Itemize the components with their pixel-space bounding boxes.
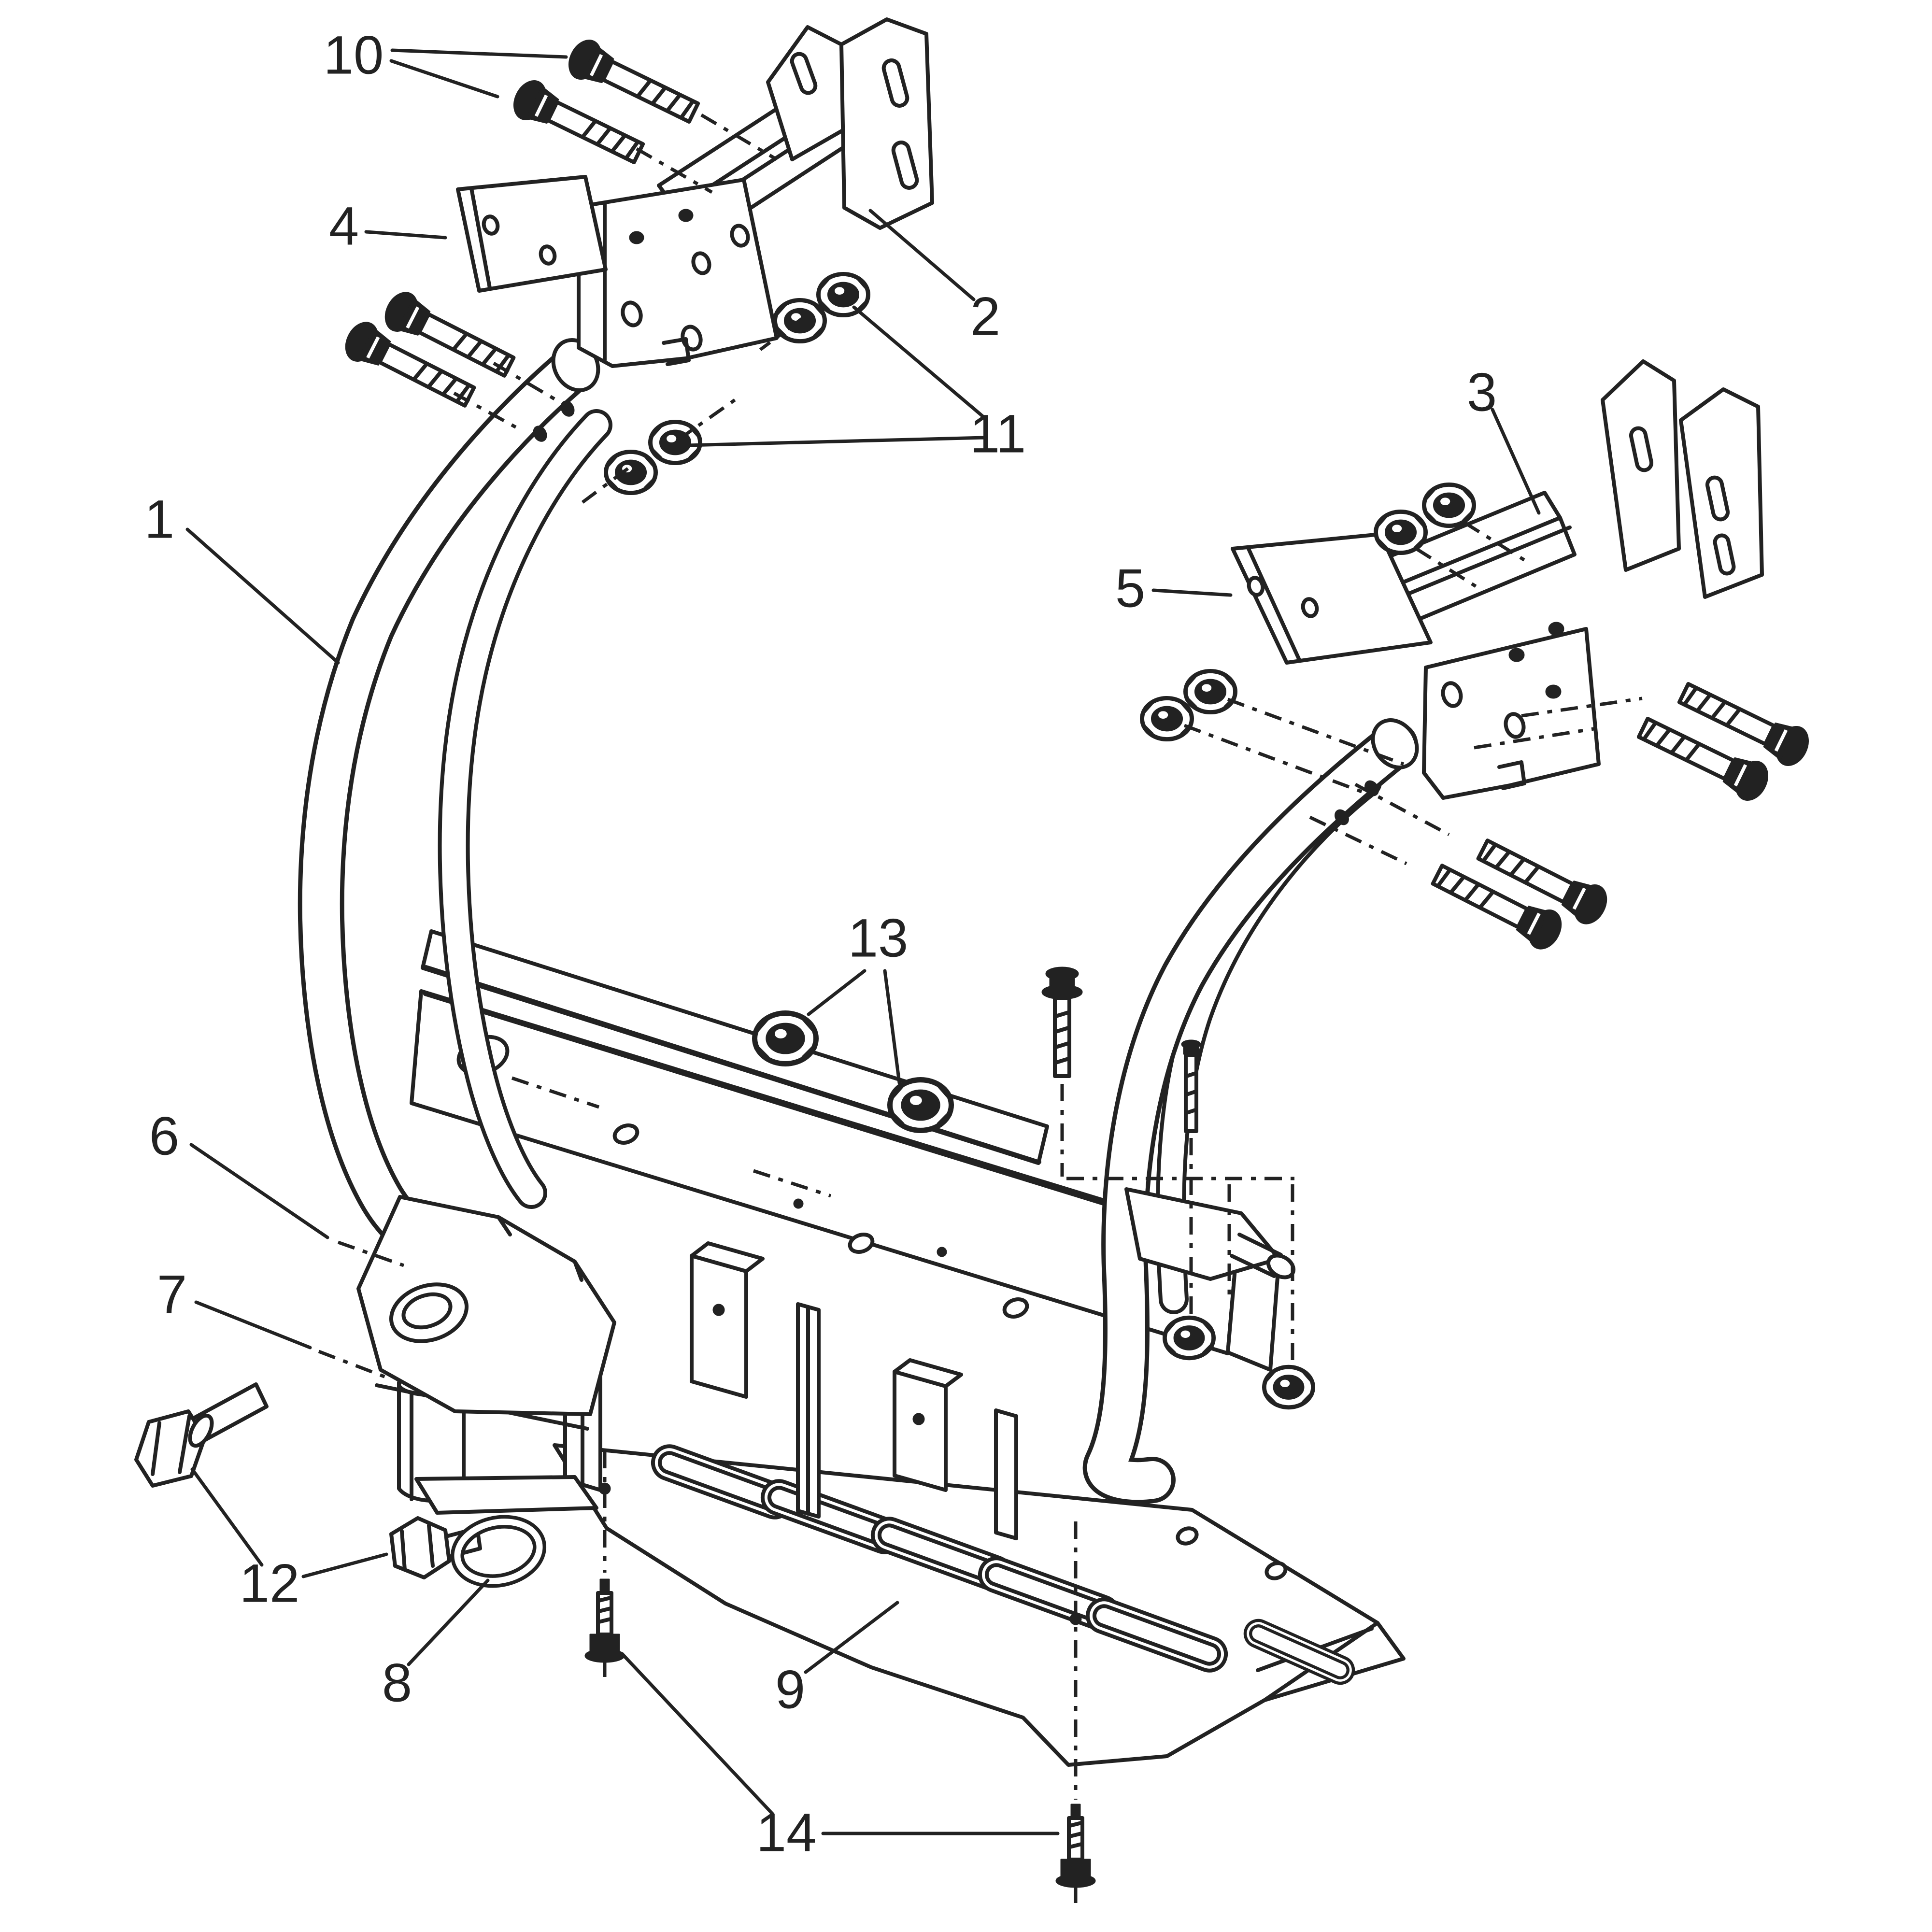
callout-9-leader [804,1601,899,1674]
callout-11-leader [852,305,988,421]
right-mount-bracket [1124,1187,1296,1281]
callout-10-leader [389,59,499,99]
callout-4-leader [364,230,447,240]
part-9-skid-plate [553,1442,1406,1767]
callout-1-leader [185,527,340,665]
callout-3-leader [1491,408,1541,515]
callout-13-leader [883,969,901,1085]
callout-2-leader [868,209,976,301]
callout-10-leader [390,48,568,59]
callout-5-leader [1151,588,1233,597]
callout-label-7: 7 [157,1264,187,1325]
callout-label-14: 14 [756,1803,817,1863]
callout-label-9: 9 [775,1660,805,1720]
part-4-backing-plate [456,175,608,293]
assembly-axis-lines [318,113,1643,1908]
callout-label-3: 3 [1467,362,1497,423]
callout-label-2: 2 [970,286,1000,347]
callout-label-1: 1 [144,489,174,550]
callout-12-leader [190,1467,264,1567]
callout-label-12: 12 [240,1553,300,1614]
part-3-frame-bracket [1331,359,1764,800]
part-5-backing-plate [1231,532,1433,665]
callout-label-10: 10 [324,25,384,85]
callout-label-5: 5 [1115,558,1145,619]
callout-13-leader [807,969,867,1016]
part-12-hex-bolt-large [134,1382,269,1488]
callout-label-4: 4 [329,196,359,256]
callout-6-leader [189,1143,329,1239]
callout-14-leader [620,1652,775,1816]
part-2-frame-bracket [577,17,934,368]
callout-8-leader [407,1578,490,1666]
part-8-d-ring [450,1515,547,1588]
callout-label-13: 13 [848,908,909,968]
callout-11-leader [685,436,987,447]
callout-7-leader [194,1300,312,1350]
callout-label-6: 6 [149,1106,179,1166]
illustration-layer [134,17,1814,1908]
callout-label-11: 11 [970,404,1026,464]
hitch-support-arm [414,1475,598,1515]
part-6-tow-plate [356,1195,616,1431]
callout-12-leader [301,1552,388,1578]
callout-label-8: 8 [382,1653,412,1713]
